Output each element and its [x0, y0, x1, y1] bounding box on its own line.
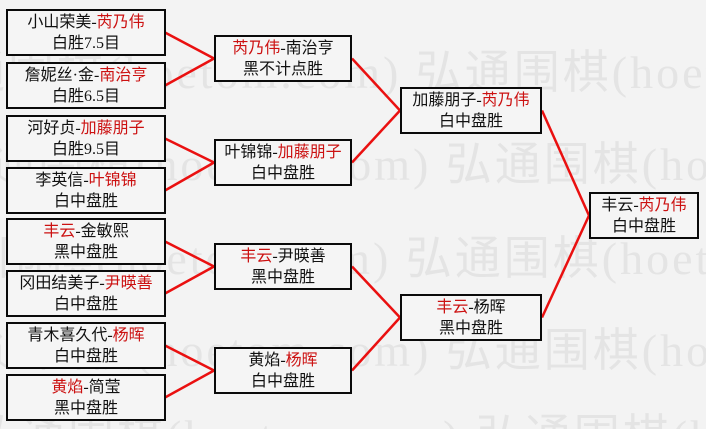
match-box-r1-6: 冈田结美子-尹暎善 白中盘胜 — [6, 270, 166, 317]
player-name: -尹暎善 — [272, 248, 326, 265]
player-name: 芮乃伟 — [96, 14, 145, 31]
player-name: 詹妮丝·金- — [24, 67, 100, 84]
match-players: 丰云-尹暎善 — [216, 246, 350, 267]
match-players: 冈田结美子-尹暎善 — [8, 273, 164, 294]
player-name: 芮乃伟 — [232, 40, 281, 57]
connector-line — [164, 31, 215, 60]
player-name: -南治亨 — [280, 40, 334, 57]
match-players: 丰云-芮乃伟 — [591, 195, 697, 216]
player-name: 李英信- — [35, 172, 89, 189]
match-result: 黑中盘胜 — [53, 400, 118, 417]
player-name: -金敏熙 — [75, 223, 129, 240]
match-box-sf-1: 加藤朋子-芮乃伟 白中盘胜 — [400, 87, 542, 134]
match-result: 白中盘胜 — [53, 193, 118, 210]
match-box-r1-3: 河好贞-加藤朋子 白胜9.5目 — [6, 115, 166, 162]
match-result: 白中盘胜 — [250, 165, 315, 182]
player-name: 叶锦锦 — [88, 172, 137, 189]
match-box-r1-8: 黄焰-简莹 黑中盘胜 — [6, 374, 166, 421]
match-players: 青木喜久代-杨晖 — [8, 325, 164, 346]
player-name: 丰云 — [436, 299, 469, 316]
match-result: 白胜9.5目 — [51, 141, 120, 158]
connector-line — [164, 240, 215, 268]
match-box-r1-2: 詹妮丝·金-南治亨 白胜6.5目 — [6, 62, 166, 109]
player-name: -杨晖 — [468, 299, 506, 316]
player-name: 青木喜久代- — [27, 327, 113, 344]
match-players: 芮乃伟-南治亨 — [216, 38, 350, 59]
connector-line — [351, 57, 401, 112]
match-players: 李英信-叶锦锦 — [8, 170, 164, 191]
match-result: 黑中盘胜 — [438, 320, 503, 337]
player-name: 黄焰- — [248, 352, 286, 369]
connector-line — [164, 137, 215, 164]
match-players: 小山荣美-芮乃伟 — [8, 12, 164, 33]
match-players: 叶锦锦-加藤朋子 — [216, 142, 350, 163]
match-players: 丰云-金敏熙 — [8, 221, 164, 242]
match-result: 白中盘胜 — [438, 113, 503, 130]
player-name: 南治亨 — [99, 67, 148, 84]
player-name: 叶锦锦- — [224, 144, 278, 161]
player-name: 加藤朋子 — [80, 120, 145, 137]
match-players: 丰云-杨晖 — [402, 297, 540, 318]
player-name: 丰云 — [240, 248, 273, 265]
connector-line — [540, 214, 591, 319]
player-name: 芮乃伟 — [481, 92, 530, 109]
player-name: 丰云 — [43, 223, 76, 240]
connector-line — [351, 316, 401, 372]
match-box-r1-5: 丰云-金敏熙 黑中盘胜 — [6, 218, 166, 265]
match-result: 白中盘胜 — [53, 348, 118, 365]
match-result: 黑不计点胜 — [242, 61, 323, 78]
match-box-r2-4: 黄焰-杨晖 白中盘胜 — [214, 347, 352, 394]
player-name: 冈田结美子- — [19, 275, 105, 292]
watermark-text: 弘通围棋(hoetom.com) 弘通围棋(hoetom.com) — [0, 400, 706, 429]
match-box-r1-1: 小山荣美-芮乃伟 白胜7.5目 — [6, 9, 166, 56]
connector-line — [164, 369, 215, 399]
player-name: 杨晖 — [112, 327, 145, 344]
match-players: 黄焰-简莹 — [8, 377, 164, 398]
match-result: 白中盘胜 — [53, 296, 118, 313]
player-name: 杨晖 — [285, 352, 318, 369]
connector-line — [540, 109, 591, 217]
match-result: 白中盘胜 — [611, 218, 676, 235]
player-name: 尹暎善 — [104, 275, 153, 292]
match-box-r1-7: 青木喜久代-杨晖 白中盘胜 — [6, 322, 166, 369]
match-box-r2-1: 芮乃伟-南治亨 黑不计点胜 — [214, 35, 352, 82]
match-box-r2-3: 丰云-尹暎善 黑中盘胜 — [214, 243, 352, 290]
connector-line — [164, 161, 215, 192]
connector-line — [351, 265, 401, 319]
match-box-sf-2: 丰云-杨晖 黑中盘胜 — [400, 294, 542, 341]
match-result: 白胜7.5目 — [51, 35, 120, 52]
match-box-final: 丰云-芮乃伟 白中盘胜 — [589, 192, 699, 239]
player-name: 小山荣美- — [27, 14, 97, 31]
connector-line — [164, 57, 215, 87]
match-result: 白中盘胜 — [250, 373, 315, 390]
match-players: 河好贞-加藤朋子 — [8, 118, 164, 139]
match-players: 詹妮丝·金-南治亨 — [8, 65, 164, 86]
player-name: 芮乃伟 — [638, 197, 687, 214]
match-result: 白胜6.5目 — [51, 88, 120, 105]
match-players: 加藤朋子-芮乃伟 — [402, 90, 540, 111]
player-name: 加藤朋子 — [277, 144, 342, 161]
player-name: 丰云- — [601, 197, 639, 214]
match-players: 黄焰-杨晖 — [216, 350, 350, 371]
connector-line — [164, 265, 215, 295]
match-box-r2-2: 叶锦锦-加藤朋子 白中盘胜 — [214, 139, 352, 186]
player-name: 河好贞- — [27, 120, 81, 137]
player-name: 加藤朋子- — [412, 92, 482, 109]
match-result: 黑中盘胜 — [53, 244, 118, 261]
player-name: -简莹 — [83, 379, 121, 396]
match-result: 黑中盘胜 — [250, 269, 315, 286]
player-name: 黄焰 — [51, 379, 84, 396]
match-box-r1-4: 李英信-叶锦锦 白中盘胜 — [6, 167, 166, 214]
connector-line — [351, 109, 401, 164]
connector-line — [164, 344, 215, 372]
